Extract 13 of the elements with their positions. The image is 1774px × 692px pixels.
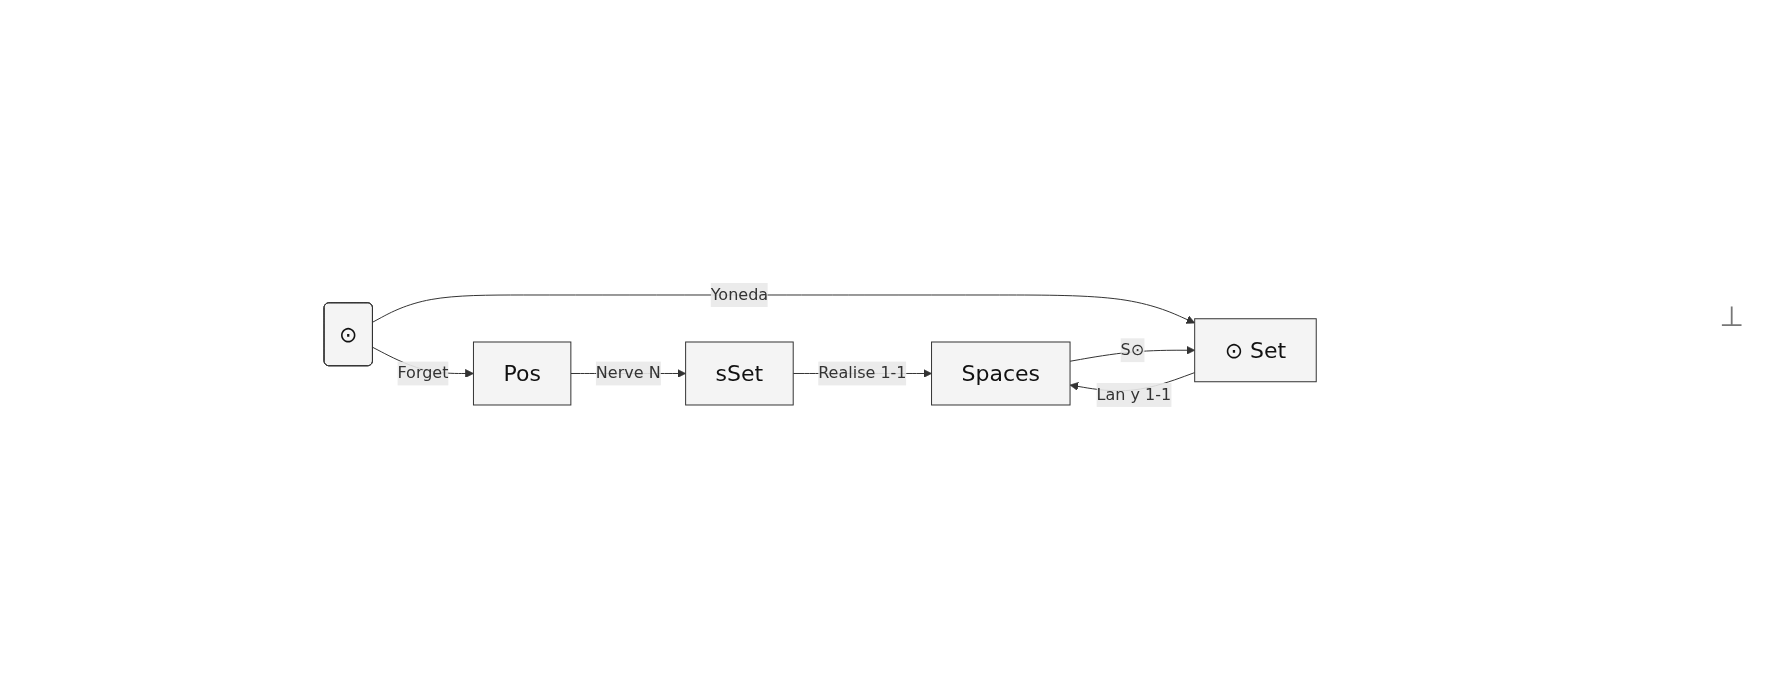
edge-label: S⊙ <box>1120 340 1144 360</box>
edge-label: Yoneda <box>710 285 768 305</box>
node-box: Pos <box>472 341 572 406</box>
edge-label: Forget <box>397 363 449 383</box>
adjunction-symbol: ⊥ <box>1719 300 1744 333</box>
node-box: ⊙ Set <box>1194 318 1317 383</box>
arrow <box>372 294 1195 324</box>
arrow <box>1069 345 1195 362</box>
edge-label: Realise 1-1 <box>818 363 907 383</box>
edge-label: Nerve N <box>595 363 661 383</box>
edge-label: Lan y 1-1 <box>1096 384 1172 404</box>
node-box: Spaces <box>930 341 1071 406</box>
node-box: sSet <box>685 341 794 406</box>
